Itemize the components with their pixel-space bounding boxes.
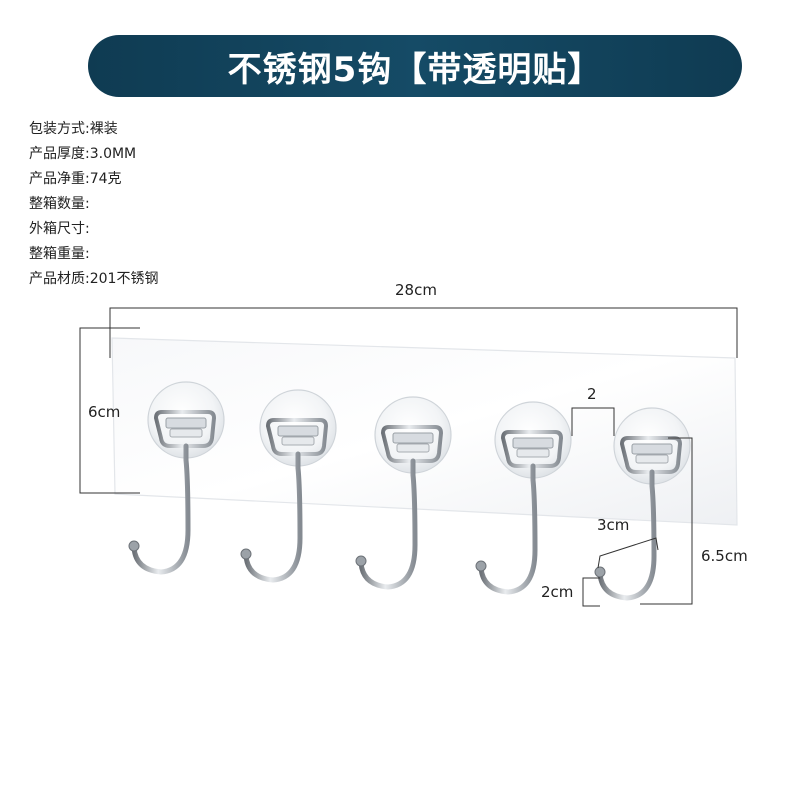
spacing-label: 2 xyxy=(587,385,597,403)
length-label: 28cm xyxy=(395,281,437,299)
title-banner: 不锈钢5钩【带透明贴】 xyxy=(88,35,742,97)
spacing-dimension-line xyxy=(571,407,615,436)
height-label: 6cm xyxy=(88,403,121,421)
spec-thickness: 产品厚度:3.0MM xyxy=(29,146,137,162)
hook-tip-label: 2cm xyxy=(541,583,574,601)
hook-tip-dimension-line xyxy=(582,577,600,607)
spec-box-weight: 整箱重量: xyxy=(29,246,90,262)
hook-length-label: 6.5cm xyxy=(701,547,748,565)
spec-packaging: 包装方式:裸装 xyxy=(29,121,118,137)
spec-list: 包装方式:裸装 产品厚度:3.0MM 产品净重:74克 整箱数量: 外箱尺寸: … xyxy=(29,117,158,292)
spec-material: 产品材质:201不锈钢 xyxy=(29,271,159,287)
hook-width-label: 3cm xyxy=(597,516,630,534)
product-title: 不锈钢5钩【带透明贴】 xyxy=(227,49,603,90)
spec-box-quantity: 整箱数量: xyxy=(29,196,90,212)
hook-width-dimension-line xyxy=(597,537,659,569)
spec-box-size: 外箱尺寸: xyxy=(29,221,90,237)
spec-net-weight: 产品净重:74克 xyxy=(29,171,122,187)
hook-length-dimension-line xyxy=(640,437,693,605)
height-dimension-line xyxy=(79,327,140,494)
length-dimension-line xyxy=(109,307,738,358)
